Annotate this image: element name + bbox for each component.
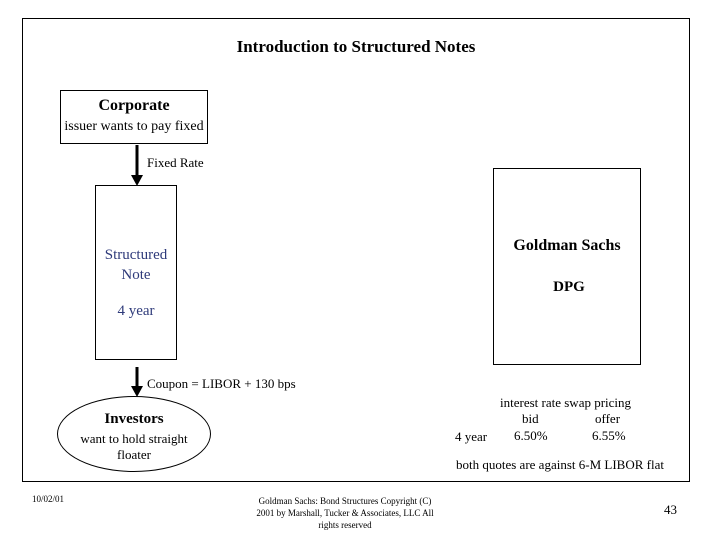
structured-note-title-line2: Note [121,267,151,283]
goldman-sachs-title: Goldman Sachs [513,237,621,254]
swap-offer-label: offer [595,411,621,426]
slide-title: Introduction to Structured Notes [236,37,476,56]
page-number: 43 [664,502,677,517]
structured-note-term: 4 year [117,303,155,319]
structured-note-title-line1: Structured [104,247,168,263]
corporate-subtitle: issuer wants to pay fixed [64,119,204,134]
swap-offer-value: 6.55% [592,428,626,443]
footer-copyright: Goldman Sachs: Bond Structures Copyright… [250,495,440,531]
footer-date: 10/02/01 [32,494,65,504]
fixed-rate-label: Fixed Rate [147,155,204,170]
structured-note-box [95,185,177,360]
footer-copyright-line2: 2001 by Marshall, Tucker & Associates, L… [256,508,434,518]
investors-ellipse [57,396,211,472]
fixed-rate-arrowhead [131,175,143,186]
swap-pricing-heading: interest rate swap pricing [500,395,632,410]
structured-note-title: Structured Note [95,245,177,285]
corporate-title: Corporate [98,97,170,114]
swap-term: 4 year [455,429,488,444]
footer-copyright-line3: rights reserved [318,520,372,530]
corporate-box [60,90,208,144]
goldman-sachs-subtitle: DPG [553,279,585,295]
investors-subtitle-line2: floater [117,447,151,462]
coupon-arrowhead [131,386,143,397]
slide-frame [22,18,690,482]
swap-bid-value: 6.50% [514,428,548,443]
footer-copyright-line1: Goldman Sachs: Bond Structures Copyright… [258,496,432,506]
swap-note: both quotes are against 6-M LIBOR flat [456,457,664,472]
swap-bid-label: bid [522,411,539,426]
investors-subtitle-line1: want to hold straight [80,431,188,446]
investors-subtitle: want to hold straight floater [57,431,211,463]
goldman-sachs-box [493,168,641,365]
coupon-label: Coupon = LIBOR + 130 bps [147,376,296,391]
investors-title: Investors [104,411,164,427]
